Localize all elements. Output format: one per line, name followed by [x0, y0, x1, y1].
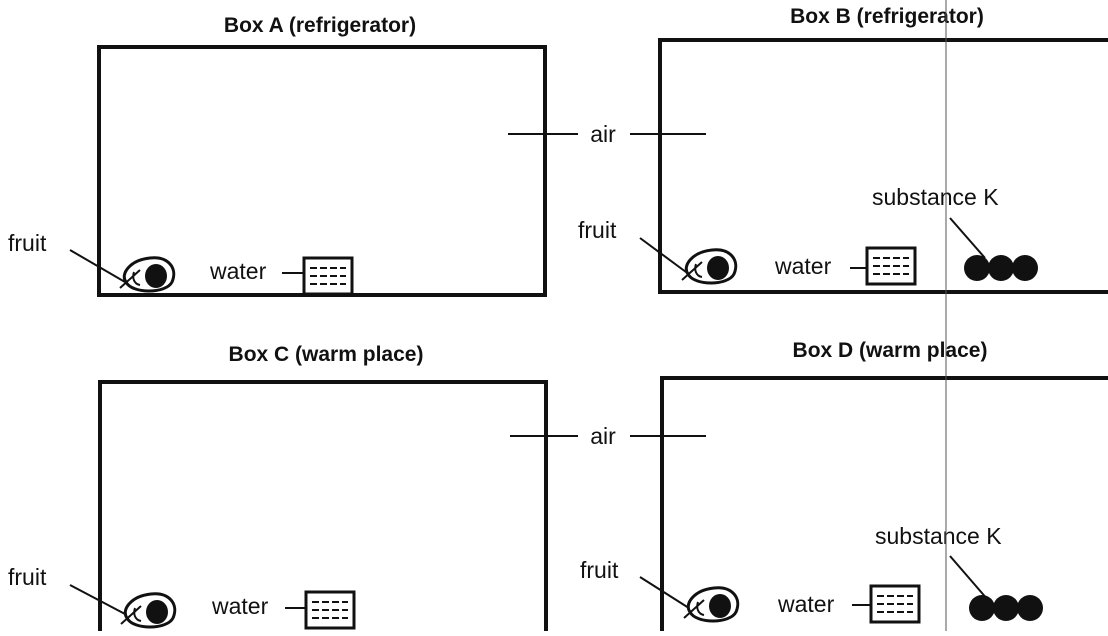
box-a-title: Box A (refrigerator) [224, 14, 416, 37]
box-c: Box C (warm place) fruit water [8, 343, 548, 636]
box-d-water-label: water [777, 591, 835, 617]
box-d-substance-k [969, 595, 1043, 621]
box-a-fruit [118, 256, 176, 293]
box-d-water-beaker [869, 584, 921, 624]
box-c-frame [98, 380, 548, 636]
box-b-water-beaker [865, 246, 917, 286]
box-d-substance-label: substance K [875, 523, 1002, 549]
box-a-water-label: water [209, 258, 267, 284]
box-d-frame [660, 376, 1108, 636]
box-b-substance-k [964, 255, 1038, 281]
box-a: Box A (refrigerator) fruit water [8, 14, 547, 297]
box-d: Box D (warm place) fruit water substance… [580, 339, 1108, 636]
air-callout-top: air [508, 121, 706, 147]
box-c-water-beaker [304, 590, 356, 630]
box-c-water-label: water [211, 593, 269, 619]
box-a-fruit-label: fruit [8, 230, 47, 256]
box-b-fruit-pointer [639, 237, 691, 276]
air-label-bottom: air [590, 423, 616, 449]
air-callout-bottom: air [510, 423, 706, 449]
box-b-substance-label: substance K [872, 184, 999, 210]
box-b: Box B (refrigerator) fruit water substan… [578, 5, 1108, 294]
box-b-fruit [680, 248, 738, 285]
box-a-fruit-pointer [69, 249, 126, 283]
box-c-fruit-label: fruit [8, 564, 47, 590]
box-d-substance-pointer [949, 555, 989, 601]
box-d-fruit [682, 586, 740, 623]
box-b-substance-pointer [949, 217, 986, 259]
box-c-title: Box C (warm place) [229, 343, 424, 366]
box-d-fruit-label: fruit [580, 557, 619, 583]
box-b-fruit-label: fruit [578, 217, 617, 243]
box-b-title: Box B (refrigerator) [790, 5, 984, 28]
box-c-fruit-pointer [69, 584, 126, 615]
box-d-fruit-pointer [639, 576, 693, 611]
box-c-fruit [119, 592, 177, 629]
box-a-water-beaker [302, 256, 354, 296]
air-label-top: air [590, 121, 616, 147]
box-b-water-label: water [774, 253, 832, 279]
box-d-title: Box D (warm place) [793, 339, 988, 362]
box-b-frame [658, 38, 1108, 294]
